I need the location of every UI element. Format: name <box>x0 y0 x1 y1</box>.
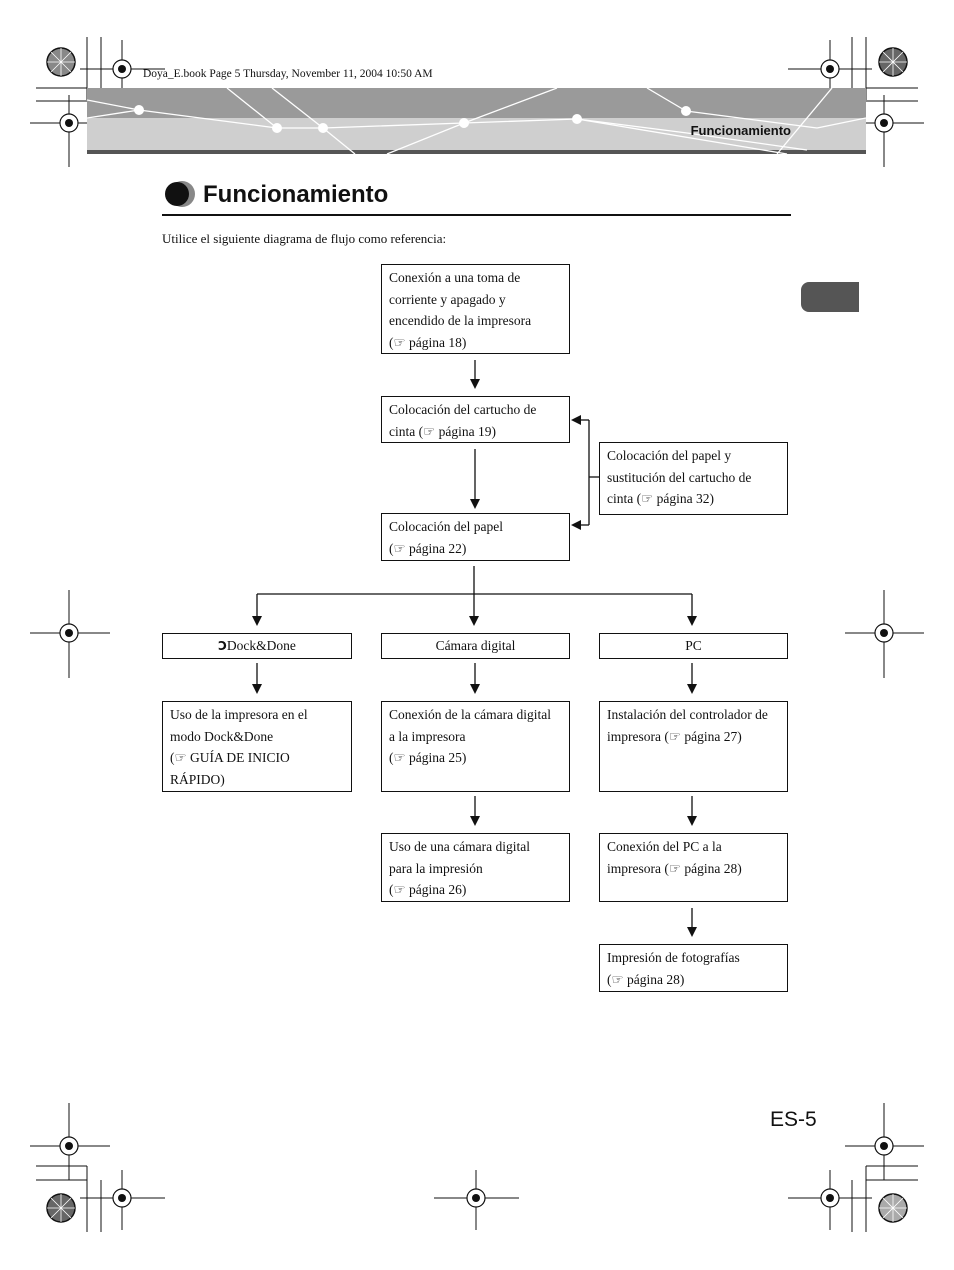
header-band <box>87 88 866 154</box>
flow-branch-dock: ↃDock&Done <box>162 633 352 659</box>
flow-box-dock-use: Uso de la impresora en el modo Dock&Done… <box>162 701 352 792</box>
flow-box-paper: Colocación del papel (☞ página 22) <box>381 513 570 561</box>
header-section-label: Funcionamiento <box>690 123 791 138</box>
page-number: ES-5 <box>770 1108 817 1131</box>
flow-box-pc-print: Impresión de fotografías (☞ página 28) <box>599 944 788 992</box>
flow-box-ribbon: Colocación del cartucho de cinta (☞ pági… <box>381 396 570 443</box>
flow-box-camera-use: Uso de una cámara digital para la impres… <box>381 833 570 902</box>
flow-box-pc-connect: Conexión del PC a la impresora (☞ página… <box>599 833 788 902</box>
intro-text: Utilice el siguiente diagrama de flujo c… <box>162 231 447 246</box>
page-title: Funcionamiento <box>203 181 389 208</box>
flow-box-camera-connect: Conexión de la cámara digital a la impre… <box>381 701 570 792</box>
flow-box-power: Conexión a una toma de corriente y apaga… <box>381 264 570 354</box>
title-bullet-icon <box>165 181 195 207</box>
flow-branch-pc: PC <box>599 633 788 659</box>
flow-branch-camera: Cámara digital <box>381 633 570 659</box>
print-meta-line: Doya_E.book Page 5 Thursday, November 11… <box>143 68 433 80</box>
flow-box-pc-driver: Instalación del controlador de impresora… <box>599 701 788 792</box>
chapter-tab <box>801 282 859 312</box>
dock-label: ↃDock&Done <box>218 638 296 653</box>
dock-logo-icon: Ↄ <box>218 639 227 653</box>
title-rule <box>162 214 791 216</box>
flow-box-paper-replace: Colocación del papel y sustitución del c… <box>599 442 788 515</box>
